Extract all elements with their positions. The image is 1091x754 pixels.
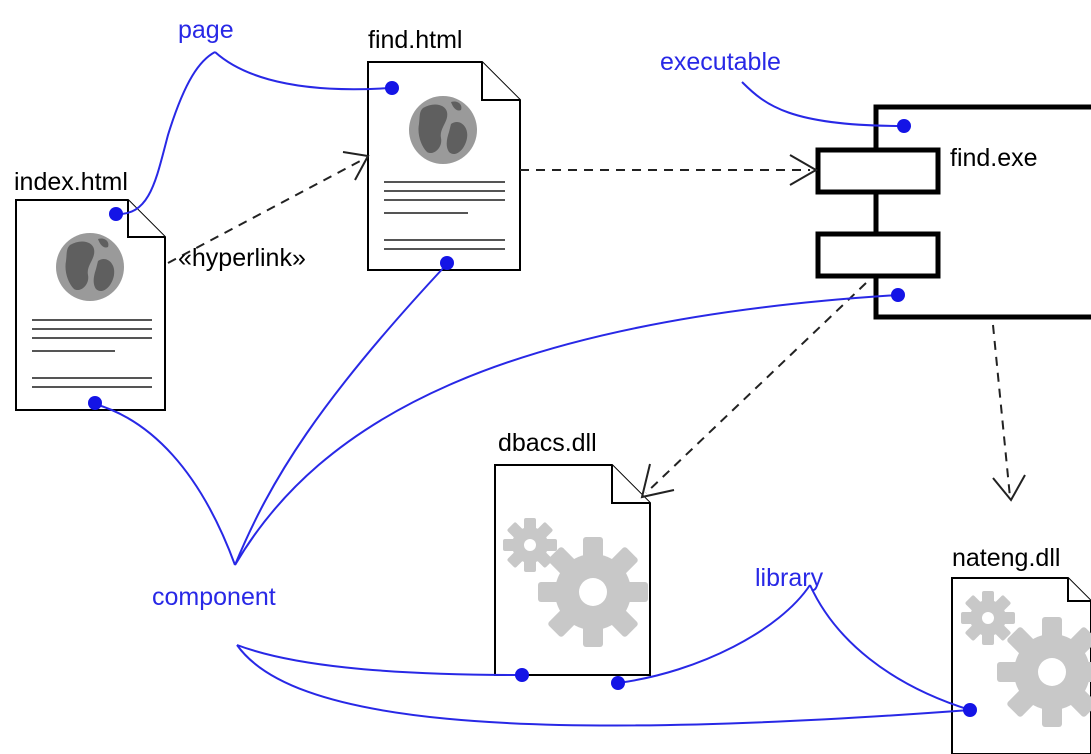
find-html-label: find.html (368, 26, 462, 54)
globe-icon (409, 96, 477, 164)
globe-icon (56, 233, 124, 301)
gear-icon (503, 518, 557, 572)
attachment-dots (88, 81, 977, 717)
find-exe-label: find.exe (950, 144, 1038, 172)
gear-icon (538, 537, 648, 647)
hyperlink-stereotype: «hyperlink» (178, 244, 306, 272)
exe-to-nateng-dependency (992, 324, 1011, 498)
nateng-dll-label: nateng.dll (952, 544, 1060, 572)
index-html-label: index.html (14, 168, 128, 196)
nateng-dll-artifact: nateng.dll (951, 544, 1091, 754)
find-html-artifact: find.html (367, 26, 521, 271)
note-library: library (755, 564, 824, 592)
note-executable: executable (660, 48, 781, 76)
dependency-lines (167, 151, 1026, 502)
annotation-lines (94, 51, 971, 727)
dbacs-dll-label: dbacs.dll (498, 429, 597, 457)
note-component: component (152, 583, 276, 611)
index-html-artifact: index.html (14, 168, 166, 411)
dbacs-dll-artifact: dbacs.dll (494, 429, 651, 676)
hyperlink-dependency (167, 159, 363, 264)
exe-to-dbacs-dependency (645, 282, 867, 494)
find-exe-component: find.exe (815, 104, 1091, 320)
gear-icon (961, 591, 1015, 645)
note-page: page (178, 16, 234, 44)
